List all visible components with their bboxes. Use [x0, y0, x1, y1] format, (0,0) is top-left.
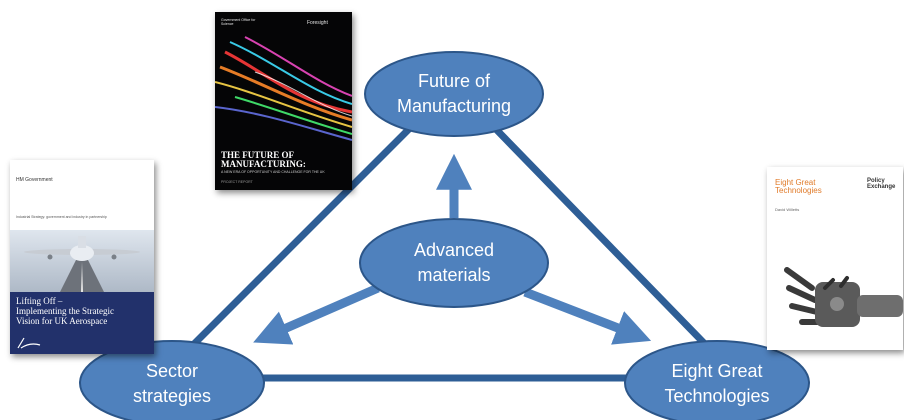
airplane-runway-image [10, 230, 154, 292]
node-advanced-materials [359, 218, 549, 308]
cover2-strapline: Industrial Strategy: government and indu… [16, 215, 107, 219]
cover3-title-line1: Eight Great [775, 178, 816, 187]
node-label-center-line1: Advanced [413, 240, 495, 260]
cover1-title-line1: THE FUTURE OF [221, 150, 295, 160]
cover2-publisher: HM Government [16, 177, 53, 183]
node-label-top-line1: Future of [417, 71, 491, 91]
cover3-logo-line2: Exchange [867, 184, 896, 190]
node-label-right-line2: Technologies [664, 386, 770, 406]
uk-aerospace-logo-icon [17, 337, 41, 349]
cover1-title-line2: MANUFACTURING: [221, 159, 306, 169]
node-label-center-line2: materials [417, 265, 491, 285]
node-label-right: Eight Great Technologies [642, 359, 792, 409]
arrow-to-right [523, 287, 652, 345]
cover1-subtitle: A NEW ERA OF OPPORTUNITY AND CHALLENGE F… [221, 170, 325, 174]
cover-lifting-off-aerospace: HM Government Industrial Strategy: gover… [10, 160, 154, 354]
cover3-title-line2: Technologies [775, 186, 822, 195]
cover2-title-band: Lifting Off – Implementing the Strategic… [10, 292, 154, 354]
cover1-logo: Foresight [307, 20, 328, 26]
node-sector-strategies [79, 340, 265, 420]
node-label-right-line1: Eight Great [671, 361, 763, 381]
triangle-outline [151, 80, 747, 382]
arrow-to-left [253, 283, 380, 345]
cover3-author: David Willetts [775, 207, 800, 212]
cover2-title-line1: Lifting Off – [16, 296, 63, 306]
node-future-of-manufacturing [364, 51, 544, 137]
node-label-left-line2: strategies [132, 386, 212, 406]
cover1-footer: PROJECT REPORT [221, 180, 253, 184]
cover-future-of-manufacturing: Government Office for Science Foresight … [215, 12, 352, 190]
node-eight-great-technologies [624, 340, 810, 420]
cover1-publisher: Government Office for Science [221, 18, 256, 26]
light-streaks-image [215, 36, 352, 141]
node-label-top-line2: Manufacturing [396, 96, 512, 116]
robot-hand-image [784, 267, 903, 327]
cover2-title-line2: Implementing the Strategic [16, 306, 114, 316]
node-label-left: Sector strategies [112, 359, 232, 409]
cover3-logo-line1: Policy [867, 178, 885, 184]
cover2-title-line3: Vision for UK Aerospace [16, 316, 108, 326]
node-label-top: Future of Manufacturing [374, 69, 534, 119]
cover-eight-great-technologies: Eight Great Technologies Policy Exchange… [767, 167, 903, 350]
node-label-left-line1: Sector [145, 361, 199, 381]
node-label-center: Advanced materials [374, 238, 534, 288]
